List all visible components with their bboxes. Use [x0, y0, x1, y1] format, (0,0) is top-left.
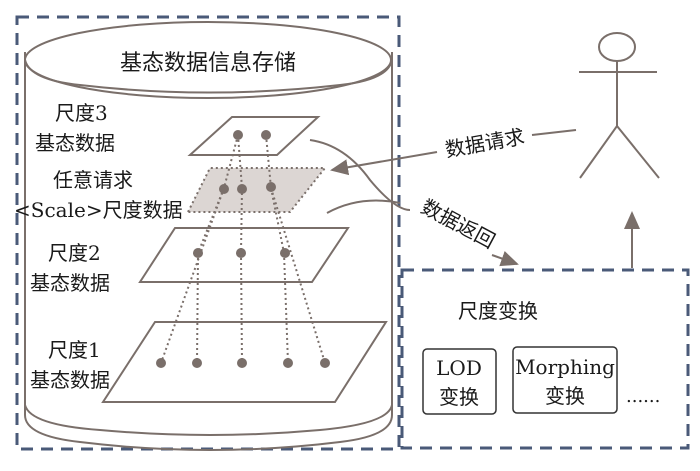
- morphing-label-line2: 变换: [545, 384, 585, 408]
- user-actor-icon: [579, 32, 660, 179]
- transform-container-border: [400, 268, 690, 450]
- scale1-node: [320, 358, 330, 368]
- scale3-label-line2: 基态数据: [35, 131, 115, 155]
- request-arrow-tail: [531, 129, 577, 136]
- request-plane: [186, 167, 328, 213]
- request-arrow-label: 数据请求: [443, 124, 526, 162]
- cylinder-bottom-rim: [24, 404, 393, 436]
- storage-cylinder: [24, 21, 393, 451]
- scale3-node: [233, 130, 243, 140]
- scale2-label-line1: 尺度2: [48, 241, 101, 265]
- return-curve-upper: [309, 139, 411, 211]
- request-label-line2: <Scale>尺度数据: [14, 198, 183, 222]
- scale2-node: [280, 248, 290, 258]
- return-arrow: [491, 251, 519, 267]
- transform-title: 尺度变换: [458, 299, 538, 323]
- scale1-label-line2: 基态数据: [30, 368, 110, 392]
- scale1-label-line1: 尺度1: [48, 338, 101, 362]
- scale3-node: [261, 130, 271, 140]
- scale3-label-line1: 尺度3: [55, 101, 108, 125]
- lod-label-line2: 变换: [439, 385, 479, 409]
- scale1-node: [192, 358, 202, 368]
- lod-label-line1: LOD: [436, 356, 482, 380]
- scale1-plane: [101, 321, 388, 403]
- connectors: [160, 134, 326, 364]
- return-curve-lower: [326, 199, 401, 214]
- cylinder-top-rim: [24, 59, 393, 94]
- request-label-line1: 任意请求: [53, 168, 133, 192]
- morphing-transform-box: [512, 346, 618, 414]
- scale2-label-line2: 基态数据: [30, 271, 110, 295]
- scale1-node: [283, 358, 293, 368]
- scale2-node: [236, 248, 246, 258]
- request-node: [219, 184, 229, 194]
- request-node: [237, 184, 247, 194]
- nodes: [156, 130, 330, 368]
- return-arrow-label: 数据返回: [417, 194, 499, 253]
- scale2-node: [193, 248, 203, 258]
- request-arrow: [330, 151, 438, 176]
- scale1-node: [237, 358, 247, 368]
- scale2-plane: [138, 227, 350, 283]
- request-node: [266, 182, 276, 192]
- scale3-plane: [187, 116, 321, 156]
- morphing-label-line1: Morphing: [515, 355, 615, 379]
- storage-title: 基态数据信息存储: [120, 51, 296, 76]
- lod-transform-box: [422, 348, 497, 415]
- scale1-node: [156, 358, 166, 368]
- more-methods-ellipsis: ......: [626, 386, 660, 407]
- cylinder-body: [24, 52, 393, 451]
